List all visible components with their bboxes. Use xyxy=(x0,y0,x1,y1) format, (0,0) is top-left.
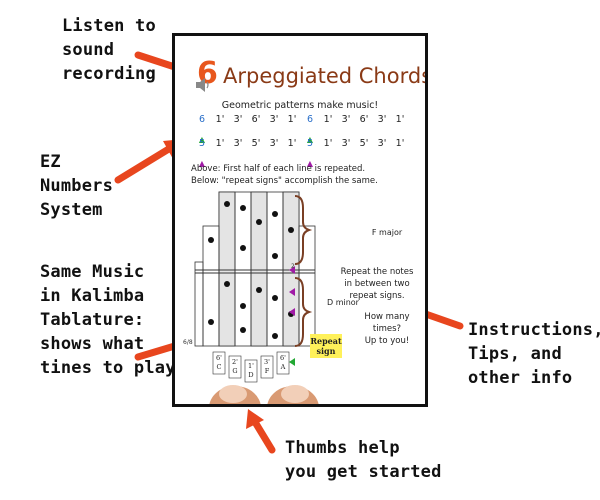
callout-tab-line1: Same Music xyxy=(40,262,145,282)
kalimba-tablature: 2 6/8 6' 2' 1' 3' 6' C G D F A xyxy=(183,191,319,404)
number-row-2: 5 1' 3' 5' 3' 1' 5 1' 3' 5' 3' 1' xyxy=(193,138,409,149)
tine-letter: G xyxy=(232,367,237,375)
num-cell: 5 xyxy=(198,138,206,149)
callout-thumbs-line1: Thumbs help xyxy=(285,438,400,458)
tine-letter: D xyxy=(248,371,253,379)
note-line-1: Above: First half of each line is repeat… xyxy=(191,164,366,174)
num-cell: 3' xyxy=(269,114,279,125)
num-cell: 1' xyxy=(215,114,225,125)
chord-f-major: F major xyxy=(371,228,403,237)
chord-label-d-minor: D minor xyxy=(315,297,371,309)
tine-letter: C xyxy=(217,363,222,371)
callout-instr-line1: Instructions, xyxy=(468,320,600,340)
side-arrows xyxy=(289,266,295,366)
callout-thumbs: Thumbs help you get started xyxy=(285,436,442,484)
callout-listen-line2: sound xyxy=(62,40,115,60)
num-cell: 5' xyxy=(359,138,369,149)
num-cell: 6' xyxy=(359,114,369,125)
page-subtitle: Geometric patterns make music! xyxy=(221,100,379,111)
note-line-2: Below: "repeat signs" accomplish the sam… xyxy=(191,176,378,186)
repeat-instructions: Repeat the notes in between two repeat s… xyxy=(327,266,425,302)
num-cell: 1' xyxy=(323,138,333,149)
num-cell: 1' xyxy=(287,114,297,125)
callout-instr-line2: Tips, and xyxy=(468,344,562,364)
measure-number: 2 xyxy=(291,263,295,270)
arrow-row-1: ▲▲ xyxy=(193,127,319,146)
repeat-sign-line: sign xyxy=(316,346,336,356)
tine-label: 6' xyxy=(216,354,222,362)
num-cell: 3' xyxy=(233,114,243,125)
tine-label: 3' xyxy=(264,358,270,366)
number-row-1: 6 1' 3' 6' 3' 1' 6 1' 3' 6' 3' 1' xyxy=(193,114,409,125)
tine-letter: F xyxy=(265,367,270,375)
page-title: Arpeggiated Chords xyxy=(223,64,428,88)
purple-up-arrow-icon: ▲ xyxy=(198,159,206,168)
how-many-line: How many xyxy=(364,312,410,322)
lesson-page: 6 Arpeggiated Chords Geometric patterns … xyxy=(172,33,428,407)
brace-d-minor xyxy=(294,277,313,347)
brace-f-major xyxy=(294,195,313,265)
tine-letter: A xyxy=(280,363,286,371)
repeat-sign-line: Repeat xyxy=(310,336,342,346)
callout-listen-line3: recording xyxy=(62,64,156,84)
callout-instructions: Instructions, Tips, and other info xyxy=(468,318,600,390)
callout-listen-line1: Listen to xyxy=(62,16,156,36)
chord-label-f-major: F major xyxy=(347,227,425,239)
how-many-line: times? xyxy=(372,324,402,334)
callout-thumbs-line2: you get started xyxy=(285,462,442,482)
repeat-line: in between two xyxy=(344,279,410,289)
num-cell: 3' xyxy=(341,114,351,125)
repeat-line: repeat signs. xyxy=(349,291,405,301)
num-cell: 5 xyxy=(306,138,314,149)
green-up-arrow-icon: ▲ xyxy=(306,135,314,144)
tine-label: 2' xyxy=(232,358,238,366)
tab-notes xyxy=(208,201,294,339)
num-cell: 3' xyxy=(233,138,243,149)
num-cell: 3' xyxy=(377,114,387,125)
tine-label: 1' xyxy=(248,362,254,370)
callout-instr-line3: other info xyxy=(468,368,573,388)
num-cell: 5' xyxy=(251,138,261,149)
num-cell: 6 xyxy=(306,114,314,125)
how-many-times: How many times? Up to you! xyxy=(357,311,417,347)
purple-up-arrow-icon: ▲ xyxy=(306,159,314,168)
callout-tablature: Same Music in Kalimba Tablature: shows w… xyxy=(40,260,176,380)
callout-ez-line1: EZ xyxy=(40,152,61,172)
num-cell: 1' xyxy=(287,138,297,149)
thumbs-illustration xyxy=(209,385,319,404)
green-up-arrow-icon: ▲ xyxy=(198,135,206,144)
callout-tab-line5: tines to play xyxy=(40,358,176,378)
num-cell: 3' xyxy=(269,138,279,149)
num-cell: 1' xyxy=(395,114,405,125)
repeat-sign-note: Repeat sign xyxy=(310,334,342,358)
num-cell: 6' xyxy=(251,114,261,125)
callout-tab-line2: in Kalimba xyxy=(40,286,145,306)
callout-listen: Listen to sound recording xyxy=(62,14,156,86)
repeat-line: Repeat the notes xyxy=(340,267,414,277)
arrow-row-2: ▲▲ xyxy=(193,151,319,170)
num-cell: 6 xyxy=(198,114,206,125)
num-cell: 3' xyxy=(377,138,387,149)
num-cell: 1' xyxy=(395,138,405,149)
num-cell: 3' xyxy=(341,138,351,149)
num-cell: 1' xyxy=(323,114,333,125)
callout-ez-line2: Numbers xyxy=(40,176,114,196)
callout-ez-line3: System xyxy=(40,200,103,220)
how-many-line: Up to you! xyxy=(364,336,410,346)
tine-label: 6' xyxy=(280,354,286,362)
num-cell: 1' xyxy=(215,138,225,149)
time-signature: 6/8 xyxy=(183,339,193,346)
callout-tab-line4: shows what xyxy=(40,334,145,354)
chord-d-minor: D minor xyxy=(327,298,359,307)
arrow-thumbs xyxy=(246,409,276,454)
callout-ez-numbers: EZ Numbers System xyxy=(40,150,113,222)
speaker-icon[interactable] xyxy=(195,78,211,92)
callout-tab-line3: Tablature: xyxy=(40,310,145,330)
